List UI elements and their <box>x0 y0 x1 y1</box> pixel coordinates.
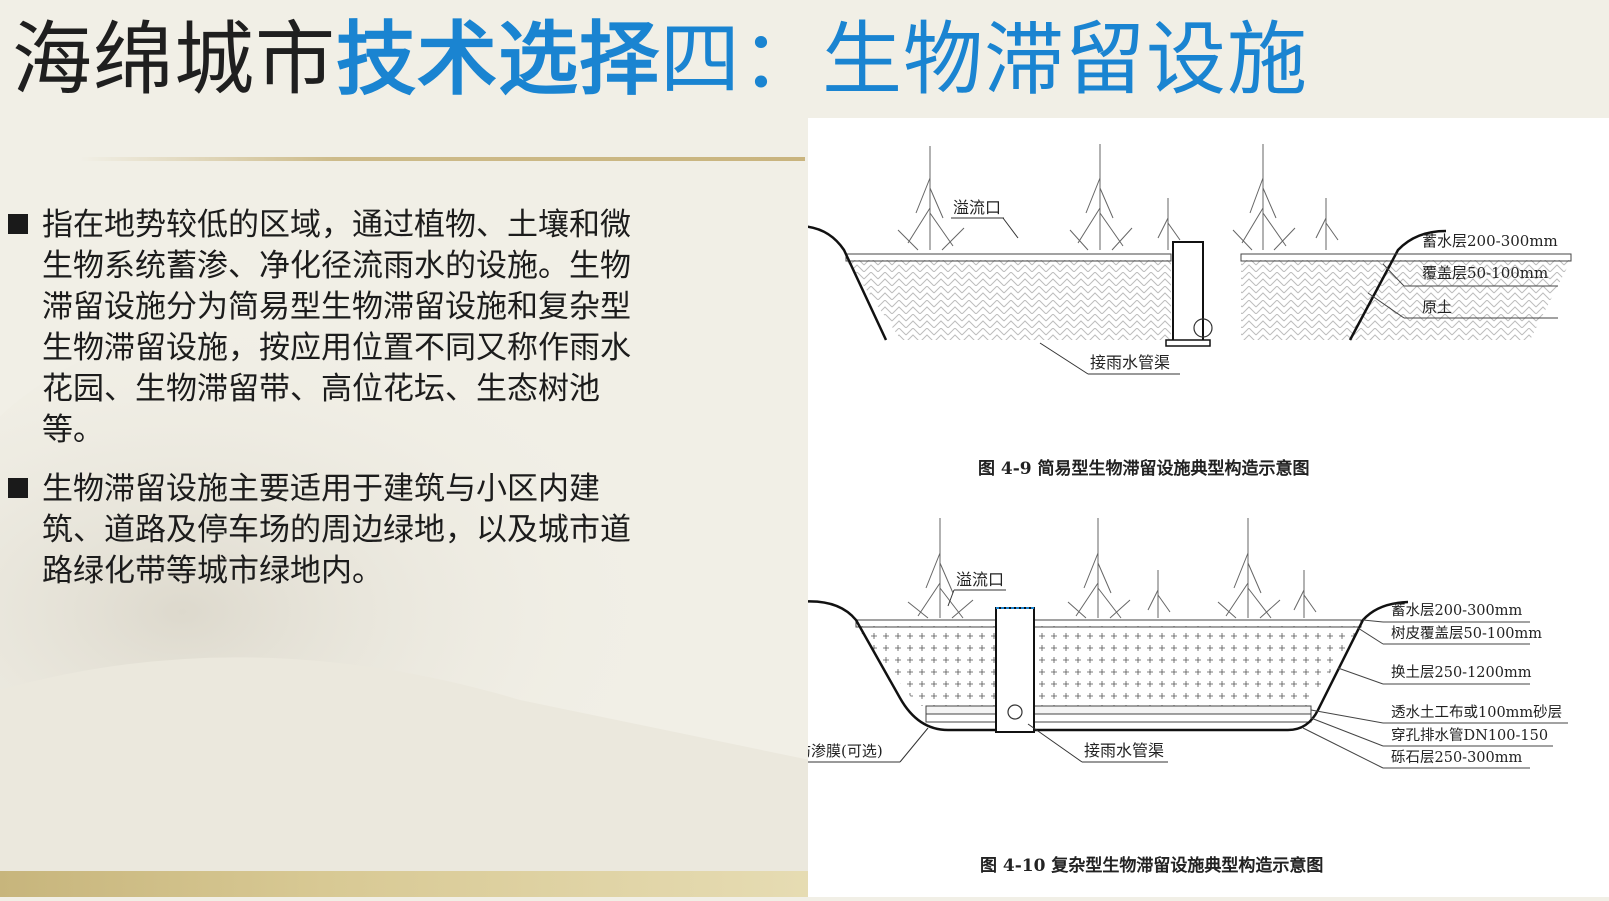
bank-right <box>1348 229 1447 341</box>
layer-label-perforated-pipe: 穿孔排水管DN100-150 <box>1391 727 1548 744</box>
title-part-tech: 技术选择 <box>336 13 660 106</box>
layer-label-geotextile: 透水土工布或100mm砂层 <box>1391 704 1562 721</box>
square-bullet-icon <box>8 478 28 498</box>
layer-label-ponding: 蓄水层200-300mm <box>1422 232 1558 250</box>
overflow-label-2: 溢流口 <box>956 570 1004 589</box>
diagram-panel: 溢流口 蓄水层200-300mm 覆盖层50-100mm 原土 接雨水管渠 <box>796 118 1609 897</box>
title-part-topic: 四：生物滞留设施 <box>660 13 1308 106</box>
soil-area-right <box>1241 260 1571 340</box>
layer-label-bark-mulch: 树皮覆盖层50-100mm <box>1391 625 1542 642</box>
overflow-riser <box>1172 241 1204 345</box>
bullet-item: 生物滞留设施主要适用于建筑与小区内建筑、道路及停车场的周边绿地，以及城市道路绿化… <box>8 469 638 592</box>
page-title: 海绵城市技术选择四：生物滞留设施 <box>12 10 1308 110</box>
diagram-svg: 溢流口 蓄水层200-300mm 覆盖层50-100mm 原土 接雨水管渠 <box>796 144 1572 876</box>
plants-2 <box>907 518 1317 619</box>
layer-label-gravel: 砾石层250-300mm <box>1391 749 1523 766</box>
title-divider <box>80 157 805 161</box>
layer-label-ponding-2: 蓄水层200-300mm <box>1391 602 1523 619</box>
pipe-outlet <box>1193 318 1213 338</box>
pipe-label: 接雨水管渠 <box>1090 353 1170 372</box>
mulch-layer-right <box>1240 253 1572 262</box>
membrane-label: 防渗膜(可选) <box>808 742 883 760</box>
amended-soil-right <box>1034 626 1361 706</box>
overflow-label: 溢流口 <box>953 198 1001 217</box>
bottom-band <box>0 871 810 897</box>
perforated-pipe-layer <box>925 713 1312 723</box>
layer-label-native-soil: 原土 <box>1422 298 1452 316</box>
overflow-riser-2 <box>995 607 1035 733</box>
figure-complex-bioretention: 溢流口 蓄水层200-300mm 树皮覆盖层50-100mm 换土层250-12… <box>796 518 1568 876</box>
mulch-layer-left <box>845 253 1172 262</box>
bark-mulch-right <box>1033 619 1362 628</box>
layer-label-amended-soil: 换土层250-1200mm <box>1391 664 1532 681</box>
soil-area-left <box>846 260 1171 340</box>
figure-caption-4-9: 图 4-9 简易型生物滞留设施典型构造示意图 <box>978 458 1310 479</box>
title-part-city: 海绵城市 <box>12 13 336 106</box>
bullet-item: 指在地势较低的区域，通过植物、土壤和微生物系统蓄渗、净化径流雨水的设施。生物滞留… <box>8 205 638 451</box>
bullet-text: 生物滞留设施主要适用于建筑与小区内建筑、道路及停车场的周边绿地，以及城市道路绿化… <box>42 471 631 589</box>
sand-layer <box>925 705 1312 715</box>
figure-caption-4-10: 图 4-10 复杂型生物滞留设施典型构造示意图 <box>980 855 1323 876</box>
plants <box>897 144 1339 251</box>
bark-mulch-left <box>855 619 997 628</box>
figure-simple-bioretention: 溢流口 蓄水层200-300mm 覆盖层50-100mm 原土 接雨水管渠 <box>797 144 1572 479</box>
basin-outline <box>797 600 1409 732</box>
bullet-list: 指在地势较低的区域，通过植物、土壤和微生物系统蓄渗、净化径流雨水的设施。生物滞留… <box>8 205 638 610</box>
pipe-outlet-2 <box>1007 704 1023 720</box>
layer-label-mulch: 覆盖层50-100mm <box>1422 264 1548 282</box>
square-bullet-icon <box>8 214 28 234</box>
riser-base <box>1165 339 1211 347</box>
amended-soil-left <box>856 626 996 706</box>
pipe-label-2: 接雨水管渠 <box>1084 741 1164 760</box>
bullet-text: 指在地势较低的区域，通过植物、土壤和微生物系统蓄渗、净化径流雨水的设施。生物滞留… <box>42 207 631 448</box>
